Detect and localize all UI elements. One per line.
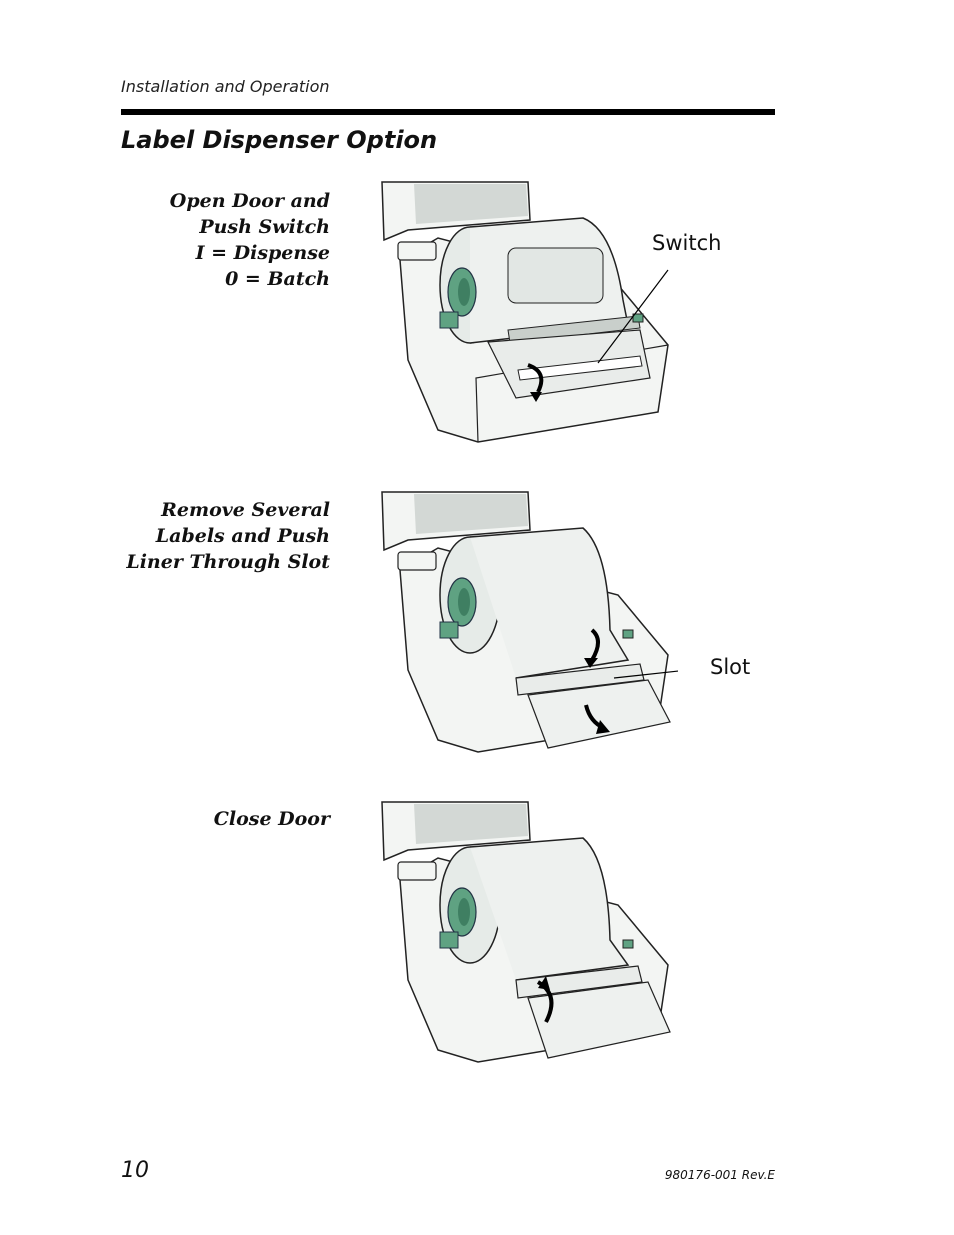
slot-callout: Slot (710, 655, 751, 679)
step-3-line-1: Close Door (213, 808, 330, 830)
step-2-line-3: Liner Through Slot (126, 551, 330, 573)
page-number: 10 (121, 1158, 149, 1183)
step-1-line-3: I = Dispense (195, 242, 330, 264)
switch-callout: Switch (652, 231, 722, 255)
running-header: Installation and Operation (121, 77, 330, 96)
document-number: 980176-001 Rev.E (664, 1168, 775, 1182)
step-1-line-2: Push Switch (199, 216, 330, 238)
printer-illustration-close-door (381, 801, 671, 1063)
section-title: Label Dispenser Option (121, 126, 438, 154)
step-2-line-2: Labels and Push (155, 525, 330, 547)
header-rule (121, 109, 775, 115)
step-1-caption: Open Door and Push Switch I = Dispense 0… (170, 188, 330, 292)
step-2-caption: Remove Several Labels and Push Liner Thr… (126, 497, 330, 575)
step-2-line-1: Remove Several (161, 499, 330, 521)
step-1-line-4: 0 = Batch (225, 268, 330, 290)
printer-illustration-open-switch (381, 181, 669, 443)
printer-illustration-liner-slot (381, 491, 678, 753)
step-3-caption: Close Door (214, 806, 330, 832)
step-1-line-1: Open Door and (169, 190, 330, 212)
